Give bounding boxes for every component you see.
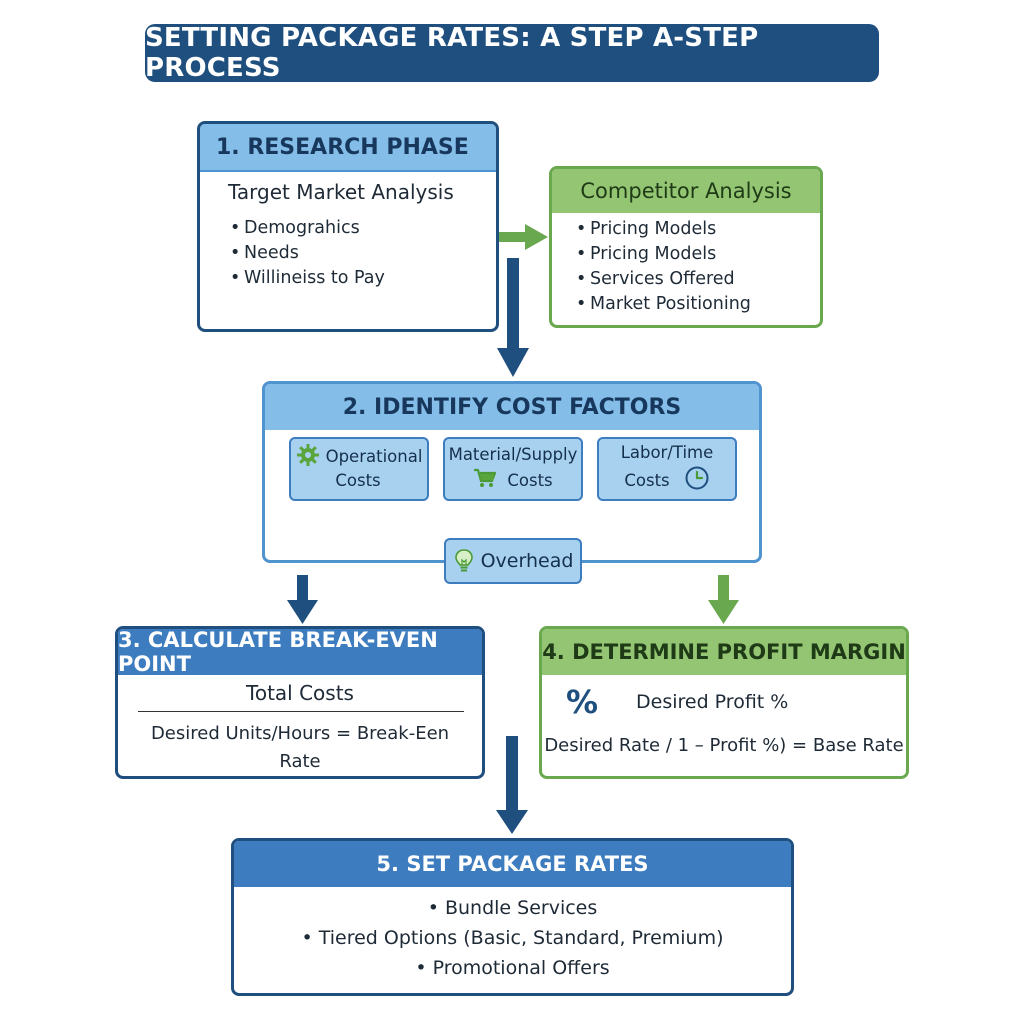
arrow-to-package (496, 736, 528, 834)
profit-margin-header: 4. DETERMINE PROFIT MARGIN (542, 629, 906, 675)
package-rates-header: 5. SET PACKAGE RATES (234, 841, 791, 887)
package-item-label: Tiered Options (Basic, Standard, Premium… (318, 927, 724, 949)
labor-label-1: Labor/Time (620, 442, 714, 462)
package-items: • Bundle Services • Tiered Options (Basi… (234, 893, 791, 983)
labor-label-2: Costs (624, 471, 670, 490)
package-item-label: Promotional Offers (432, 957, 610, 979)
arrow-research-to-cost (497, 258, 529, 377)
shopping-cart-icon (473, 467, 497, 496)
fraction-divider (138, 711, 464, 712)
lightbulb-icon (453, 548, 475, 574)
labor-costs-box: Labor/Time Costs (597, 437, 737, 501)
profit-formula: Desired Rate / 1 – Profit %) = Base Rate (544, 735, 904, 756)
clock-icon (684, 465, 710, 498)
percent-icon: % (566, 683, 599, 721)
arrow-research-to-competitor (497, 224, 548, 250)
package-rates-box: 5. SET PACKAGE RATES • Bundle Services •… (231, 838, 794, 996)
breakeven-denominator: Desired Units/Hours = Break-Een Rate (118, 720, 482, 776)
list-item: • Tiered Options (Basic, Standard, Premi… (301, 927, 724, 949)
list-item: Needs (228, 241, 385, 266)
competitor-items: Pricing Models Pricing Models Services O… (574, 217, 751, 317)
breakeven-denominator-line2: Rate (279, 751, 321, 772)
research-items: Demograhics Needs Willineiss to Pay (228, 216, 385, 291)
material-label-2: Costs (507, 471, 553, 490)
material-label-1: Material/Supply (448, 444, 578, 464)
list-item: Market Positioning (574, 292, 751, 317)
list-item: • Promotional Offers (415, 957, 610, 979)
breakeven-denominator-line1: Desired Units/Hours = Break-Een (150, 723, 450, 744)
page-title: SETTING PACKAGE RATES: A STEP A-STEP PRO… (145, 23, 879, 83)
overhead-box: Overhead (444, 538, 582, 584)
research-subtitle: Target Market Analysis (228, 180, 454, 204)
competitor-header: Competitor Analysis (552, 169, 820, 213)
list-item: • Bundle Services (427, 897, 598, 919)
arrow-cost-to-profit (708, 575, 739, 624)
cost-factors-header: 2. IDENTIFY COST FACTORS (265, 384, 759, 430)
operational-label-1: Operational (325, 447, 423, 466)
material-costs-box: Material/Supply Costs (443, 437, 583, 501)
list-item: Pricing Models (574, 217, 751, 242)
arrow-cost-to-breakeven (287, 575, 318, 624)
research-phase-header: 1. RESEARCH PHASE (200, 124, 496, 172)
desired-profit-label: Desired Profit % (636, 691, 789, 713)
list-item: Willineiss to Pay (228, 266, 385, 291)
breakeven-box: 3. CALCULATE BREAK-EVEN POINT Total Cost… (115, 626, 485, 779)
list-item: Services Offered (574, 267, 751, 292)
research-phase-box: 1. RESEARCH PHASE Target Market Analysis… (197, 121, 499, 332)
list-item: Pricing Models (574, 242, 751, 267)
overhead-label: Overhead (480, 550, 574, 572)
breakeven-header: 3. CALCULATE BREAK-EVEN POINT (118, 629, 482, 676)
breakeven-numerator: Total Costs (246, 681, 354, 705)
competitor-analysis-box: Competitor Analysis Pricing Models Prici… (549, 166, 823, 328)
list-item: Demograhics (228, 216, 385, 241)
gear-icon (296, 443, 320, 474)
package-item-label: Bundle Services (444, 897, 598, 919)
operational-label-2: Costs (335, 471, 381, 490)
operational-costs-box: Operational Costs (289, 437, 429, 501)
profit-margin-box: 4. DETERMINE PROFIT MARGIN % Desired Pro… (539, 626, 909, 779)
